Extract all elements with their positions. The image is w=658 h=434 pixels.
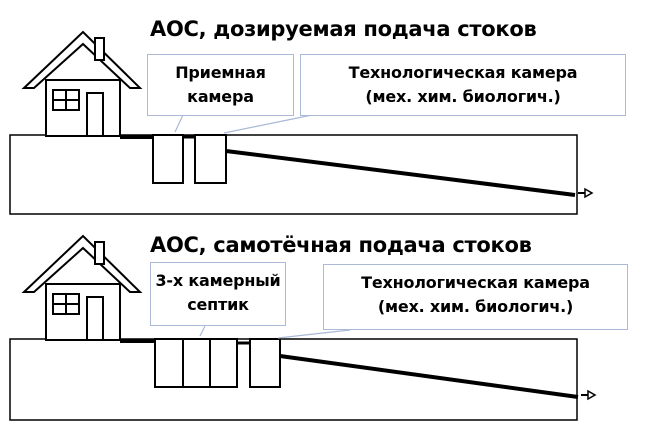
top-technology-chamber <box>194 134 227 184</box>
bottom-technology-chamber <box>249 338 281 388</box>
bottom-outlet-pipe <box>279 354 579 399</box>
callout-line: Приемная <box>175 63 266 82</box>
bottom-diagram <box>9 234 597 421</box>
house-icon <box>21 30 143 137</box>
bottom-septic-chamber-3 <box>209 338 238 388</box>
bottom-callout-leader-2 <box>277 329 351 339</box>
top-diagram-title: АОС, дозируемая подача стоков <box>150 17 537 41</box>
top-callout-receiving-chamber: Приемная камера <box>147 54 294 116</box>
top-callout-leader-2 <box>223 114 313 134</box>
house-icon <box>21 234 143 341</box>
callout-line: 3-х камерный <box>155 271 281 290</box>
bottom-callout-technology-chamber: Технологическая камера (мех. хим. биолог… <box>323 264 628 330</box>
callout-line: Технологическая камера <box>361 273 590 292</box>
top-outlet-pipe <box>225 149 576 197</box>
callout-line: (мех. хим. биологич.) <box>365 87 561 106</box>
callout-line: (мех. хим. биологич.) <box>377 297 574 316</box>
bottom-diagram-title: АОС, самотёчная подача стоков <box>150 233 532 257</box>
outlet-arrow-icon <box>581 389 597 401</box>
bottom-septic-chamber-2 <box>182 338 211 388</box>
top-callout-leader-1 <box>174 114 184 133</box>
top-receiving-chamber <box>152 134 184 184</box>
bottom-callout-leader-1 <box>199 325 206 337</box>
callout-line: камера <box>187 87 254 106</box>
bottom-ground-section <box>9 338 578 421</box>
bottom-callout-septic: 3-х камерный септик <box>150 262 286 326</box>
top-ground-section <box>9 134 578 215</box>
callout-line: Технологическая камера <box>348 63 578 82</box>
top-callout-technology-chamber: Технологическая камера (мех. хим. биолог… <box>300 54 626 116</box>
top-diagram <box>9 30 594 215</box>
callout-line: септик <box>187 295 249 314</box>
bottom-septic-chamber-1 <box>154 338 184 388</box>
outlet-arrow-icon <box>578 187 594 199</box>
